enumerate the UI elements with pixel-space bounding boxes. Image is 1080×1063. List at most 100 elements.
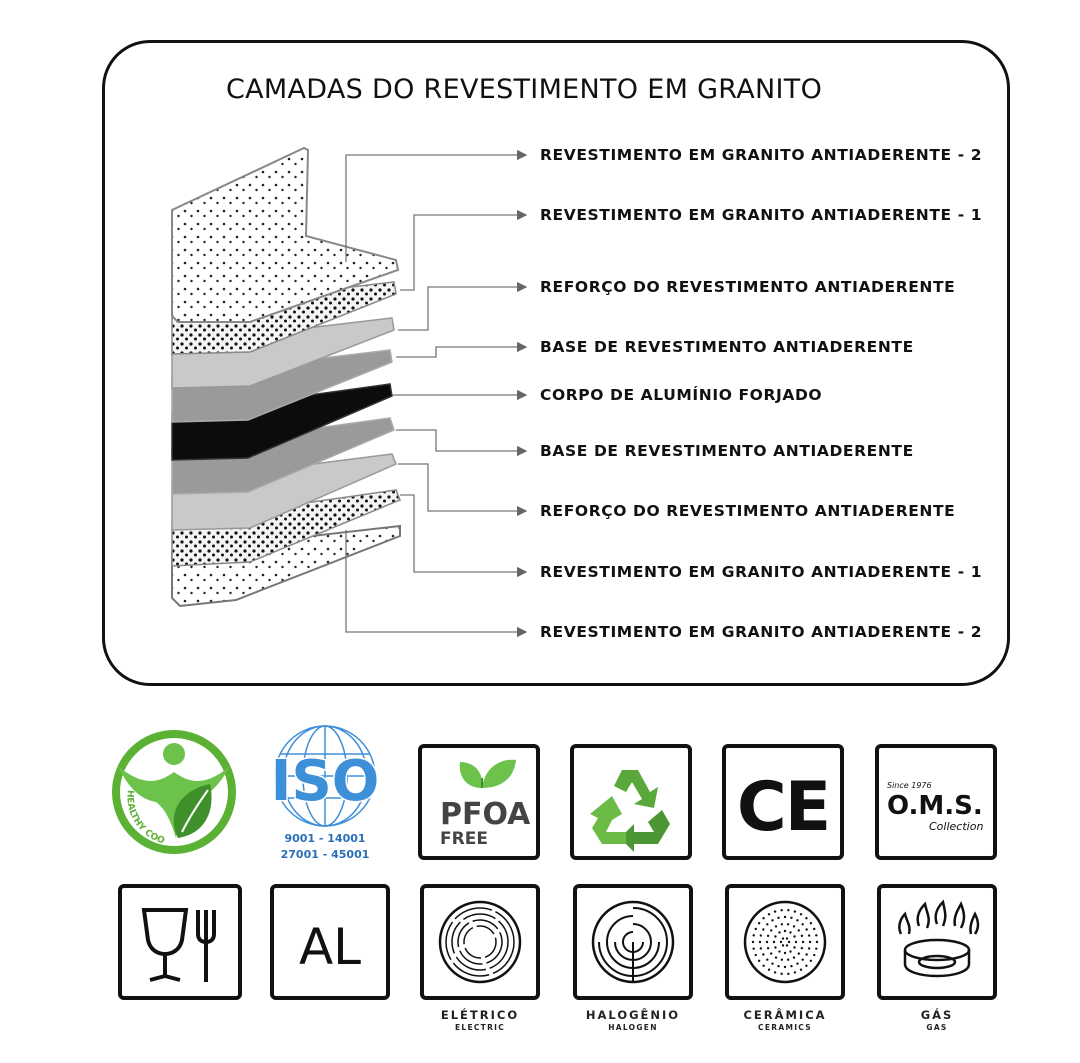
- ceramic-dot: [779, 940, 783, 944]
- oms-collection: Collection: [929, 820, 983, 833]
- gas-badge: [877, 884, 997, 1000]
- ceramic-hob-icon: [743, 900, 827, 984]
- layer-label-3: REFORÇO DO REVESTIMENTO ANTIADERENTE: [540, 278, 956, 296]
- ceramic-dot: [786, 923, 790, 926]
- layer-reinforcement-top: [171, 317, 395, 389]
- layer-label-6: BASE DE REVESTIMENTO ANTIADERENTE: [540, 442, 914, 460]
- ceramic-dot: [799, 968, 803, 971]
- halogen-sublabel: HALOGEN: [608, 1023, 658, 1032]
- halogen-label: HALOGÊNIO: [585, 1008, 681, 1022]
- pfoa-title: PFOA: [440, 797, 531, 832]
- layer-label-7: REFORÇO DO REVESTIMENTO ANTIADERENTE: [540, 502, 956, 520]
- ceramic-dot: [787, 972, 790, 976]
- layer-label-8: REVESTIMENTO EM GRANITO ANTIADERENTE - 1: [540, 563, 983, 581]
- ceramic-dot: [762, 964, 765, 967]
- electric-hob-icon: [438, 900, 522, 984]
- food-safe-badge: [118, 884, 242, 1000]
- ceramic-dot: [807, 934, 811, 937]
- ceramic-sublabel: CERAMICS: [758, 1023, 812, 1032]
- ceramic-dot: [758, 940, 762, 944]
- oms-badge: Since 1976 O.M.S. Collection: [875, 744, 997, 860]
- ceramic-dot: [766, 958, 769, 961]
- ceramic-dot: [762, 953, 765, 956]
- ceramic-dot: [792, 956, 796, 959]
- ceramic-dot: [771, 962, 774, 965]
- ceramic-dot: [781, 944, 785, 947]
- ceramic-dot: [781, 937, 785, 940]
- gas-label: GÁS: [920, 1008, 954, 1022]
- ceramic-dot: [793, 935, 796, 938]
- ceramic-dot: [783, 965, 787, 969]
- ceramic-dot: [765, 940, 769, 944]
- aluminium-text: AL: [299, 918, 361, 976]
- ceramic-dot: [778, 931, 781, 934]
- ceramic-dot: [792, 925, 796, 928]
- ceramic-dot: [793, 910, 797, 913]
- ceramic-dot: [770, 952, 773, 955]
- globe-icon: [274, 725, 376, 827]
- ceramic-dot: [813, 953, 816, 957]
- ceramic-dot: [815, 947, 818, 950]
- ceramic-dot: [754, 927, 757, 931]
- ceramic-dot: [785, 944, 789, 947]
- ceramic-dot: [762, 917, 765, 920]
- ceramic-dot: [773, 971, 777, 974]
- ceramic-dot: [786, 958, 790, 961]
- ceramic-dot: [807, 947, 811, 950]
- gas-burner-icon: [898, 899, 980, 978]
- ceramic-dot: [754, 953, 757, 957]
- ceramic-dot: [777, 964, 780, 968]
- ceramic-dot: [789, 931, 792, 934]
- pfoa-sub: FREE: [440, 829, 488, 849]
- ceramic-dot: [793, 946, 796, 949]
- ceramic-dot: [789, 950, 792, 953]
- ceramic-dot: [815, 940, 819, 944]
- layer-label-1: REVESTIMENTO EM GRANITO ANTIADERENTE - 2: [540, 146, 983, 164]
- ceramic-dot: [783, 929, 787, 933]
- electric-label: ELÉTRICO: [440, 1008, 520, 1022]
- layer-granite-1-bottom: [171, 489, 401, 567]
- diagram-title: CAMADAS DO REVESTIMENTO EM GRANITO: [226, 74, 823, 105]
- ceramic-dot: [780, 923, 784, 926]
- iso-standards-line-2: 27001 - 45001: [281, 848, 370, 861]
- ceramic-dot: [777, 916, 780, 920]
- ceramic-dot: [805, 953, 808, 956]
- ceramic-dot: [767, 968, 771, 971]
- ceramic-dot: [759, 934, 763, 937]
- ceramic-dot: [778, 950, 781, 953]
- gas-sublabel: GAS: [926, 1023, 948, 1032]
- ceramic-dot: [797, 929, 800, 932]
- oms-logo: Since 1976 O.M.S. Collection: [887, 781, 983, 833]
- ce-mark-badge: CE: [722, 744, 844, 860]
- pfoa-free-badge: PFOA FREE: [418, 744, 540, 860]
- ceramic-dot: [790, 916, 793, 920]
- halogen-hob-icon: [591, 900, 675, 984]
- ceramic-dot: [783, 951, 787, 955]
- ceramic-dot: [805, 964, 808, 967]
- ceramic-dot: [766, 946, 770, 950]
- halogen-badge: [573, 884, 693, 1000]
- oms-name: O.M.S.: [887, 791, 983, 821]
- ceramic-dot: [815, 934, 818, 937]
- ceramic-dot: [774, 956, 778, 959]
- ceramic-dot: [801, 940, 805, 944]
- ceramic-dot: [794, 940, 798, 944]
- ceramic-dot: [757, 921, 761, 925]
- ceramic-dot: [759, 947, 763, 950]
- leaf-icon: [459, 759, 516, 788]
- layer-granite-2-top: [171, 146, 400, 323]
- ceramic-dot: [771, 919, 774, 922]
- ceramic-dot: [801, 958, 804, 961]
- layer-granite-1-top: [171, 281, 397, 355]
- ceramic-dot: [774, 925, 778, 928]
- ceramic-dot: [790, 964, 793, 968]
- layer-label-5: CORPO DE ALUMÍNIO FORJADO: [540, 386, 823, 404]
- layer-reinforcement-bottom: [171, 453, 397, 531]
- ceramic-dot: [783, 915, 787, 919]
- ceramic-dot: [773, 910, 777, 913]
- layer-label-4: BASE DE REVESTIMENTO ANTIADERENTE: [540, 338, 914, 356]
- ceramic-dot: [770, 929, 773, 932]
- electric-sublabel: ELECTRIC: [454, 1023, 506, 1032]
- ceramic-dot: [809, 959, 813, 963]
- ceramic-dot: [796, 919, 799, 922]
